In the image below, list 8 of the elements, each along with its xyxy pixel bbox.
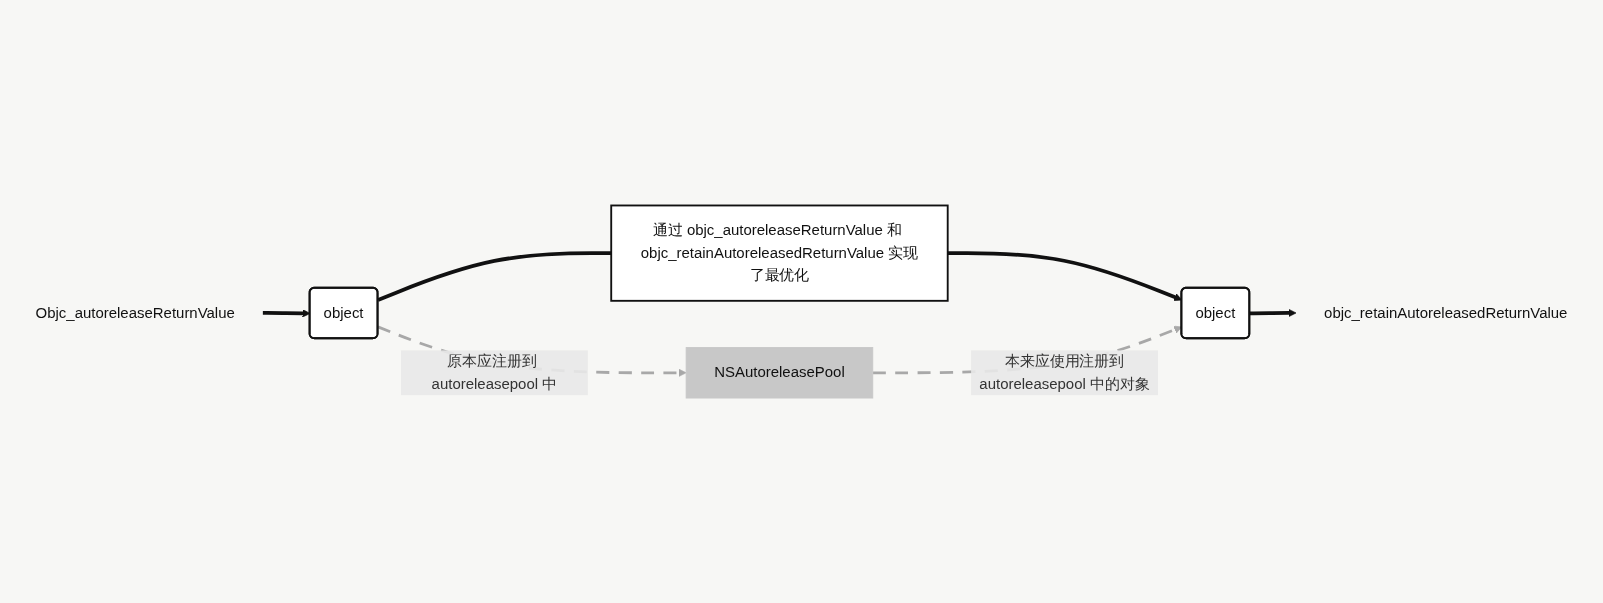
arrow bbox=[1249, 308, 1297, 317]
connector bbox=[377, 251, 612, 302]
edge-label: 原本应注册到 autoreleasepool 中 bbox=[431, 352, 558, 392]
node-text: Objc_autoreleaseReturnValue bbox=[35, 304, 235, 321]
node-box: 通过 objc_autoreleaseReturnValue 和 objc_retainAutoreleasedReturnValue 实现了最优化 bbox=[610, 204, 949, 302]
node-text: objc_retainAutoreleasedReturnValue bbox=[1324, 304, 1568, 321]
edge-label: 本来应使用注册到autoreleasepool 中的对象 bbox=[979, 352, 1150, 392]
node-box: NSAutoreleasePool bbox=[685, 346, 874, 399]
